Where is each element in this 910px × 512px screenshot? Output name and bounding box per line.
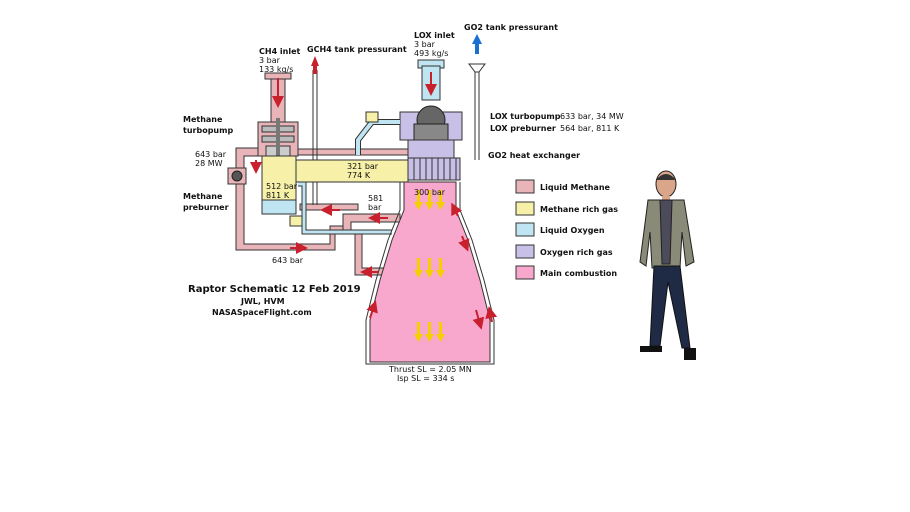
gch4-line — [311, 56, 319, 205]
methane-turbopump-label-1: Methane — [183, 115, 223, 124]
legend-label-liquid-oxygen: Liquid Oxygen — [540, 226, 605, 235]
legend-label-main-combustion: Main combustion — [540, 269, 617, 278]
thrust-label: Thrust SL = 2.05 MN — [388, 365, 472, 374]
legend-label-methane-rich-gas: Methane rich gas — [540, 205, 618, 214]
legend-label-oxygen-rich-gas: Oxygen rich gas — [540, 248, 613, 257]
ch4-inlet-flow: 133 kg/s — [259, 65, 293, 74]
go2-pressurant-label: GO2 tank pressurant — [464, 23, 558, 32]
diagram-title: Raptor Schematic 12 Feb 2019 — [188, 284, 361, 295]
diagram-labels: CH4 inlet 3 bar 133 kg/s GCH4 tank press… — [183, 23, 624, 383]
methane-preburner-label-2: preburner — [183, 203, 229, 212]
isp-label: Isp SL = 334 s — [397, 374, 454, 383]
source-site: NASASpaceFlight.com — [212, 308, 312, 317]
lox-inlet-flow: 493 kg/s — [414, 49, 448, 58]
methane-turbopump-power: 28 MW — [195, 159, 223, 168]
hot-gas-temp: 774 K — [347, 171, 371, 180]
gch4-pressurant-label: GCH4 tank pressurant — [307, 45, 407, 54]
person-figure — [639, 170, 696, 360]
legend-swatch-liquid-methane — [515, 179, 535, 194]
cooling-pressure-unit: bar — [368, 203, 382, 212]
lox-preburner-value: 564 bar, 811 K — [560, 124, 620, 133]
chamber-pressure: 300 bar — [414, 188, 446, 197]
lox-turbopump-label: LOX turbopump — [490, 112, 561, 121]
bottom-loop-pressure: 643 bar — [272, 256, 304, 265]
hot-gas-pressure: 321 bar — [347, 162, 379, 171]
cooling-pressure: 581 — [368, 194, 383, 203]
lox-inlet-pressure: 3 bar — [414, 40, 436, 49]
ch4-inlet-pressure: 3 bar — [259, 56, 281, 65]
caption: Raptor Schematic 12 Feb 2019 JWL, HVM NA… — [188, 284, 361, 317]
go2-heat-exchanger-label: GO2 heat exchanger — [488, 151, 580, 160]
lox-inlet-label: LOX inlet — [414, 31, 455, 40]
preburner-pressure: 512 bar — [266, 182, 298, 191]
legend: Liquid Methane Methane rich gas Liquid O… — [515, 179, 618, 280]
flow-arrows — [250, 72, 498, 330]
methane-preburner-label-1: Methane — [183, 192, 223, 201]
lox-turbopump-value: 633 bar, 34 MW — [560, 112, 624, 121]
legend-swatch-liquid-oxygen — [515, 222, 535, 237]
methane-turbopump-label-2: turbopump — [183, 126, 233, 135]
preburner-temp: 811 K — [266, 191, 290, 200]
combustion-arrows — [414, 190, 445, 342]
legend-swatch-oxygen-rich-gas — [515, 244, 535, 259]
legend-swatch-main-combustion — [515, 265, 535, 280]
go2-line — [468, 34, 486, 160]
legend-swatch-methane-rich-gas — [515, 201, 535, 216]
methane-turbopump — [227, 118, 299, 215]
lox-system — [289, 59, 463, 235]
methane-turbopump-pressure: 643 bar — [195, 150, 227, 159]
ch4-inlet-label: CH4 inlet — [259, 47, 301, 56]
lox-preburner-label: LOX preburner — [490, 124, 556, 133]
legend-label-liquid-methane: Liquid Methane — [540, 183, 611, 192]
authors: JWL, HVM — [240, 297, 285, 306]
